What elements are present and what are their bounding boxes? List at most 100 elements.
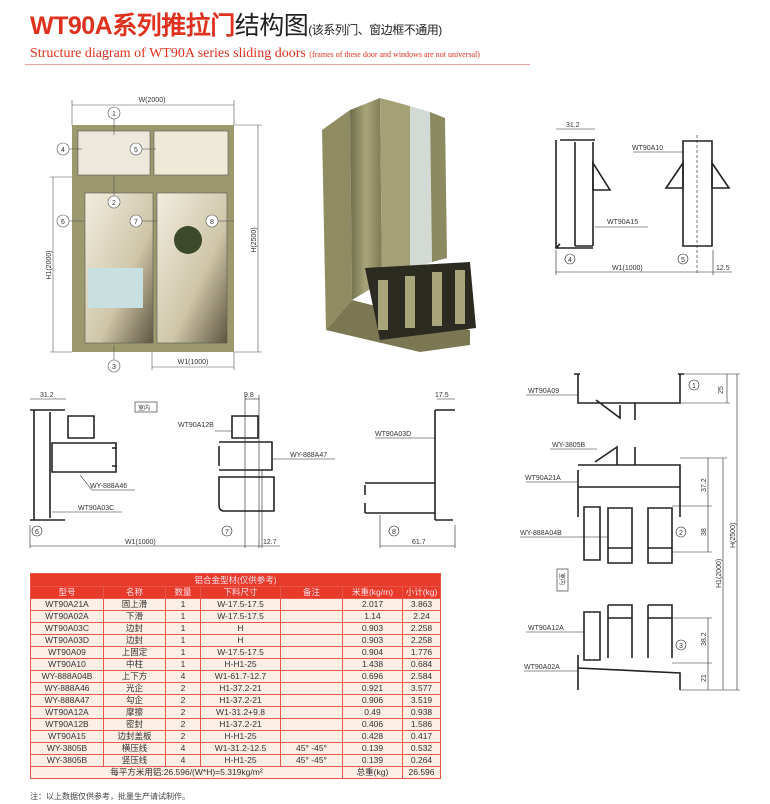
table-cell: 边封	[103, 634, 166, 647]
table-cell: 0.903	[342, 622, 403, 635]
table-cell: WT90A21A	[30, 598, 104, 611]
marker-6: 6	[61, 219, 65, 226]
table-cell	[280, 718, 343, 731]
marker-5: 5	[681, 257, 685, 264]
table-cell: W1-31.2+9.8	[200, 706, 281, 719]
marker-1: 1	[112, 111, 116, 118]
table-cell: 上下方	[103, 670, 166, 683]
material-table: 铝合金型材(仅供参考) 型号名称数量下料尺寸备注米重(kg/m)小计(kg) W…	[29, 573, 442, 779]
column-header: 数量	[165, 586, 201, 599]
subtitle-note: (frames of these door and windows are no…	[309, 50, 480, 59]
dim-37-2: 37.2	[701, 478, 708, 492]
table-cell: 边封	[103, 622, 166, 635]
height-dimension: H(2500)	[251, 227, 258, 252]
marker-3: 3	[679, 643, 683, 650]
table-cell: 0.139	[342, 742, 403, 755]
table-cell: WY-3805B	[30, 742, 104, 755]
marker-7: 7	[225, 529, 229, 536]
page-title: WT90A系列推拉门结构图(该系列门、窗边框不通用)	[30, 12, 442, 42]
table-cell: H	[200, 622, 281, 635]
table-cell: H	[200, 634, 281, 647]
table-cell: 2.584	[401, 670, 442, 683]
table-cell: 0.696	[342, 670, 403, 683]
page-subtitle: Structure diagram of WT90A series slidin…	[30, 46, 480, 62]
table-cell	[280, 670, 343, 683]
table-cell: 勾企	[103, 694, 166, 707]
column-header: 备注	[280, 586, 343, 599]
table-cell: 3.577	[401, 682, 442, 695]
h1-dimension: H1(2000)	[716, 559, 723, 588]
table-cell: WT90A03D	[30, 634, 104, 647]
table-cell	[280, 706, 343, 719]
title-divider	[25, 64, 530, 65]
table-cell: 1	[165, 598, 201, 611]
column-header: 米重(kg/m)	[342, 586, 403, 599]
w1-dimension: W1(1000)	[612, 265, 643, 272]
label-wt90a09: WT90A09	[528, 388, 559, 395]
aluminum-per-sqm: 每平方米用铝:26.596/(W*H)=5.319kg/m²	[30, 766, 343, 779]
table-cell: 0.903	[342, 634, 403, 647]
table-cell	[280, 730, 343, 743]
dim-31-2: 31.2	[566, 122, 580, 129]
table-cell: 竖压线	[103, 754, 166, 767]
marker-4: 4	[61, 147, 65, 154]
section-1-2-3	[520, 373, 740, 691]
h-dimension: H(2500)	[730, 523, 737, 548]
label-wt90a21a: WT90A21A	[525, 475, 561, 482]
dim-38-2: 38.2	[701, 632, 708, 646]
table-cell	[280, 682, 343, 695]
table-cell: 0.264	[401, 754, 442, 767]
table-cell: 0.417	[401, 730, 442, 743]
table-cell: 45° -45°	[280, 742, 343, 755]
table-cell: 0.49	[342, 706, 403, 719]
label-wy888a46: WY-888A46	[90, 483, 127, 490]
table-cell: 0.532	[401, 742, 442, 755]
table-cell: WT90A12A	[30, 706, 104, 719]
table-cell: WT90A10	[30, 658, 104, 671]
table-cell: 光企	[103, 682, 166, 695]
title-model: WT90A系列推拉门	[30, 12, 235, 40]
table-cell: H-H1-25	[200, 730, 281, 743]
column-header: 下料尺寸	[200, 586, 281, 599]
table-cell: WY-3805B	[30, 754, 104, 767]
table-cell: 3.863	[401, 598, 442, 611]
table-cell: 3.519	[401, 694, 442, 707]
marker-3: 3	[112, 364, 116, 371]
title-suffix: 结构图	[234, 12, 309, 40]
table-cell	[280, 610, 343, 623]
section-1-2-3-labels: WT90A09 1 25 WY-3805B WT90A21A 37.2 WY-8…	[520, 383, 737, 682]
table-header-row: 型号名称数量下料尺寸备注米重(kg/m)小计(kg)	[30, 586, 442, 599]
indoor-label: 室内	[558, 573, 566, 585]
dim-9-8: 9.8	[244, 392, 254, 399]
dim-61-7: 61.7	[412, 539, 426, 546]
table-cell: 2	[165, 718, 201, 731]
title-note: (该系列门、窗边框不通用)	[308, 23, 442, 37]
table-cell: 2	[165, 730, 201, 743]
table-cell: 横压线	[103, 742, 166, 755]
marker-8: 8	[392, 529, 396, 536]
label-wy888a47: WY-888A47	[290, 452, 327, 459]
total-weight-value: 26.596	[401, 766, 442, 779]
table-cell: 4	[165, 754, 201, 767]
section-4-5-labels: 31.2 WT90A10 WT90A15 4 5 W1(1000) 12.5	[566, 122, 730, 272]
marker-4: 4	[568, 257, 572, 264]
table-cell: 45° -45°	[280, 754, 343, 767]
table-cell: H-H1-25	[200, 754, 281, 767]
table-cell: 1	[165, 646, 201, 659]
dim-12-7: 12.7	[263, 539, 277, 546]
table-cell: 2	[165, 694, 201, 707]
table-cell: WT90A03C	[30, 622, 104, 635]
table-cell: WT90A02A	[30, 610, 104, 623]
table-cell: W-17.5-17.5	[200, 646, 281, 659]
table-cell: 2	[165, 682, 201, 695]
table-cell: 2	[165, 706, 201, 719]
table-cell: 固上滑	[103, 598, 166, 611]
table-cell: W-17.5-17.5	[200, 598, 281, 611]
